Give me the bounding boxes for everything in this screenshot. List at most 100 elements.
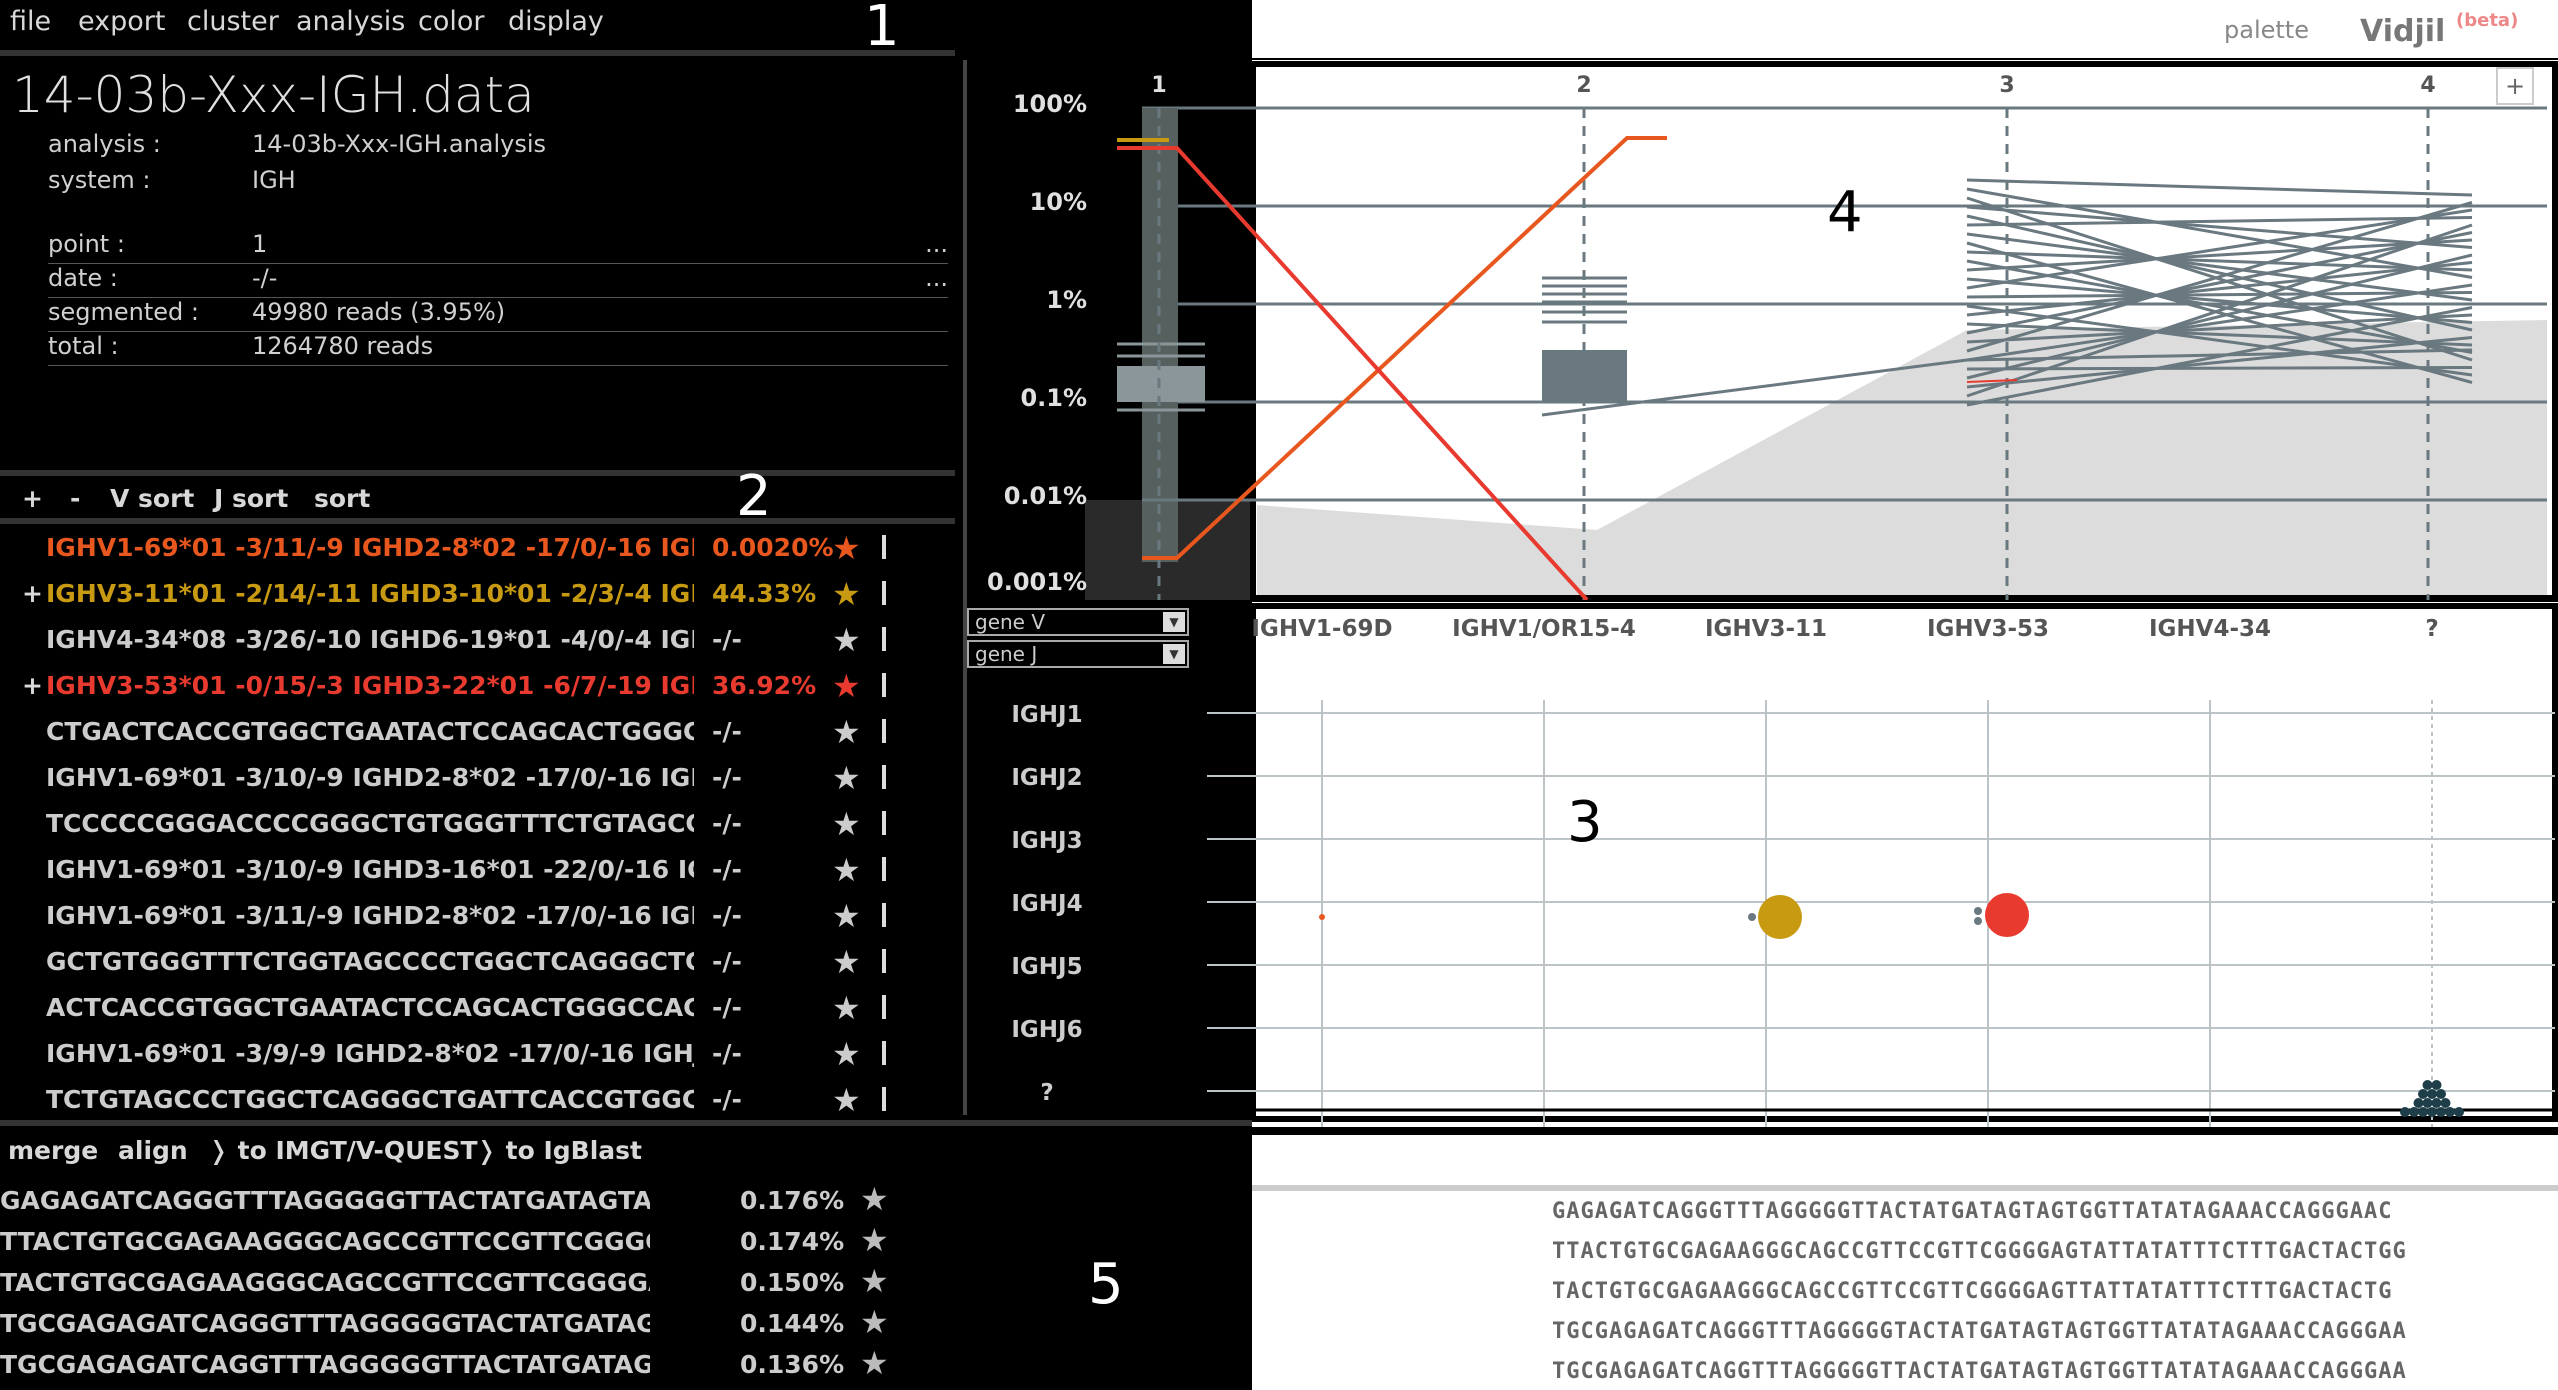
star-icon[interactable]: ★ <box>832 943 861 981</box>
star-icon[interactable]: ★ <box>832 713 861 751</box>
star-icon[interactable]: ★ <box>860 1262 889 1300</box>
x-gene-label[interactable]: IGHV3-11 <box>1705 616 1827 642</box>
info-bar-icon[interactable] <box>882 535 886 559</box>
x-gene-label[interactable]: ? <box>2425 616 2438 642</box>
info-bar-icon[interactable] <box>882 811 886 835</box>
segmenter-row[interactable]: TGCGAGAGATCAGGTTTAGGGGGTTACTATGATAGTAGT0… <box>0 1344 1252 1384</box>
x-gene-label[interactable]: IGHV1-69D <box>1251 616 1392 642</box>
clone-row[interactable]: TCCCCCGGGACCCCGGGCTGTGGGTTTCTGTAGCCCCT-/… <box>0 801 955 847</box>
x-gene-label[interactable]: IGHV1/OR15-4 <box>1452 616 1636 642</box>
palette-link[interactable]: palette <box>2224 16 2309 44</box>
star-icon[interactable]: ★ <box>832 667 861 705</box>
info-bar-icon[interactable] <box>882 1087 886 1111</box>
clone-curve[interactable] <box>1966 250 2473 272</box>
merge-button[interactable]: merge <box>8 1136 99 1165</box>
y-gene-label[interactable]: ? <box>1040 1080 1053 1106</box>
clone-bubble[interactable] <box>2418 1089 2428 1099</box>
y-gene-label[interactable]: IGHJ1 <box>1011 702 1082 728</box>
igblast-link[interactable]: ❭ to IgBlast <box>476 1136 643 1165</box>
clone-bubble[interactable] <box>1974 907 1982 915</box>
v-sort-button[interactable]: V sort <box>110 484 195 513</box>
y-gene-label[interactable]: IGHJ6 <box>1011 1017 1082 1043</box>
info-bar-icon[interactable] <box>882 857 886 881</box>
clone-name[interactable]: IGHV1-69*01 -3/10/-9 IGHD2-8*02 -17/0/-1… <box>46 763 694 792</box>
edit-point-button[interactable]: ... <box>925 230 948 258</box>
clone-bubble[interactable] <box>2431 1098 2442 1108</box>
clone-bubble[interactable] <box>2409 1107 2419 1117</box>
clone-curve[interactable] <box>1966 313 2473 344</box>
info-bar-icon[interactable] <box>882 1041 886 1065</box>
info-bar-icon[interactable] <box>882 949 886 973</box>
x-gene-label[interactable]: IGHV4-34 <box>2149 616 2271 642</box>
menu-color[interactable]: color <box>418 6 485 37</box>
clone-name[interactable]: IGHV1-69*01 -3/11/-9 IGHD2-8*02 -17/0/-1… <box>46 901 694 930</box>
segmenter-row[interactable]: GAGAGATCAGGGTTTAGGGGGTTACTATGATAGTAGTGG0… <box>0 1180 1252 1220</box>
clone-bubble[interactable] <box>1748 913 1756 921</box>
time-point-label[interactable]: 3 <box>1999 73 2014 98</box>
info-bar-icon[interactable] <box>882 719 886 743</box>
clone-curve[interactable] <box>1966 205 2473 249</box>
clone-name[interactable]: IGHV3-11*01 -2/14/-11 IGHD3-10*01 -2/3/-… <box>46 579 694 608</box>
clone-curve[interactable] <box>1966 336 2473 389</box>
info-bar-icon[interactable] <box>882 765 886 789</box>
info-bar-icon[interactable] <box>882 627 886 651</box>
clone-bubble[interactable] <box>2400 1107 2410 1117</box>
align-button[interactable]: align <box>118 1136 188 1165</box>
y-gene-label[interactable]: IGHJ3 <box>1011 828 1082 854</box>
clone-curve[interactable] <box>1966 232 2473 302</box>
clone-name[interactable]: GCTGTGGGTTTCTGGTAGCCCCTGGCTCAGGGCTGACT <box>46 947 694 976</box>
add-point-button[interactable] <box>2496 67 2534 105</box>
info-bar-icon[interactable] <box>882 673 886 697</box>
imgt-link[interactable]: ❭ to IMGT/V-QUEST <box>208 1136 478 1165</box>
clone-row[interactable]: IGHV1-69*01 -3/10/-9 IGHD2-8*02 -17/0/-1… <box>0 755 955 801</box>
clone-curve[interactable] <box>1966 187 2473 279</box>
star-icon[interactable]: ★ <box>832 759 861 797</box>
clone-row[interactable]: +IGHV3-53*01 -0/15/-3 IGHD3-22*01 -6/7/-… <box>0 663 955 709</box>
clone-curve[interactable] <box>1966 214 2473 332</box>
clone-curve[interactable] <box>1966 277 2473 324</box>
clone-row[interactable]: TCTGTAGCCCTGGCTCAGGGCTGATTCACCGTGGCTGA-/… <box>0 1077 955 1120</box>
star-icon[interactable]: ★ <box>860 1180 889 1218</box>
clone-name[interactable]: ACTCACCGTGGCTGAATACTCCAGCACTGGGCCAGGA <box>46 993 694 1022</box>
star-icon[interactable]: ★ <box>832 1081 861 1119</box>
star-icon[interactable]: ★ <box>860 1303 889 1341</box>
clone-curve[interactable] <box>1966 231 2473 335</box>
clone-row[interactable]: +IGHV3-11*01 -2/14/-11 IGHD3-10*01 -2/3/… <box>0 571 955 617</box>
clone-curve[interactable] <box>1966 291 2473 299</box>
info-bar-icon[interactable] <box>882 903 886 927</box>
segmenter-row[interactable]: TGCGAGAGATCAGGGTTTAGGGGGTACTATGATAGTAGT0… <box>0 1303 1252 1343</box>
info-bar-icon[interactable] <box>882 581 886 605</box>
menu-cluster[interactable]: cluster <box>187 6 279 37</box>
menu-display[interactable]: display <box>508 6 604 37</box>
star-icon[interactable]: ★ <box>860 1221 889 1259</box>
clone-row[interactable]: IGHV1-69*01 -3/10/-9 IGHD3-16*01 -22/0/-… <box>0 847 955 893</box>
clone-bubble[interactable] <box>1974 917 1982 925</box>
clone-bubble[interactable] <box>2413 1098 2424 1108</box>
clone-bubble[interactable] <box>1985 893 2029 937</box>
clone-name[interactable]: IGHV3-53*01 -0/15/-3 IGHD3-22*01 -6/7/-1… <box>46 671 694 700</box>
clone-row[interactable]: GCTGTGGGTTTCTGGTAGCCCCTGGCTCAGGGCTGACT-/… <box>0 939 955 985</box>
clone-row[interactable]: CTGACTCACCGTGGCTGAATACTCCAGCACTGGGCCAGG-… <box>0 709 955 755</box>
clone-row[interactable]: IGHV1-69*01 -3/11/-9 IGHD2-8*02 -17/0/-1… <box>0 893 955 939</box>
clone-bubble[interactable] <box>2431 1080 2442 1090</box>
star-icon[interactable]: ★ <box>832 529 861 567</box>
x-gene-label[interactable]: IGHV3-53 <box>1927 616 2049 642</box>
clone-curve-igh-v3-53[interactable] <box>1117 146 1589 602</box>
info-bar-icon[interactable] <box>882 995 886 1019</box>
star-icon[interactable]: ★ <box>832 989 861 1027</box>
clone-bubble[interactable] <box>2436 1107 2446 1117</box>
menu-file[interactable]: file <box>10 6 52 37</box>
clone-bubble[interactable] <box>2418 1107 2428 1117</box>
clone-bubble[interactable] <box>2436 1089 2446 1099</box>
clone-row[interactable]: ACTCACCGTGGCTGAATACTCCAGCACTGGGCCAGGA-/-… <box>0 985 955 1031</box>
menu-analysis[interactable]: analysis <box>296 6 406 37</box>
clone-curve[interactable] <box>1966 208 2473 290</box>
clone-bubble[interactable] <box>2422 1080 2433 1090</box>
star-icon[interactable]: ★ <box>832 575 861 613</box>
expand-all-button[interactable]: + <box>22 484 43 513</box>
clone-name[interactable]: TCTGTAGCCCTGGCTCAGGGCTGATTCACCGTGGCTGA <box>46 1085 694 1114</box>
add-icon[interactable]: + <box>2505 72 2525 100</box>
collapse-all-button[interactable]: - <box>70 484 81 513</box>
clone-bubble[interactable] <box>2454 1107 2464 1117</box>
